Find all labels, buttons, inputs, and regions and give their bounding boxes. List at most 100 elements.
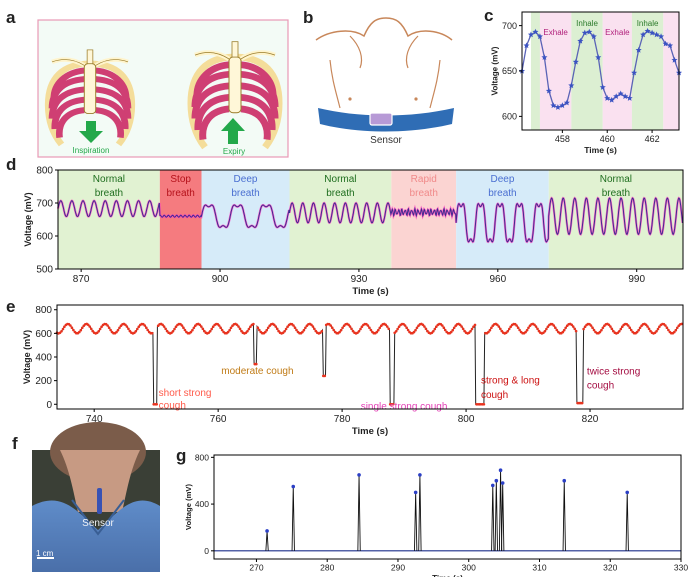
e-data-point — [182, 326, 185, 330]
d-region — [159, 170, 202, 269]
g-ytick-label: 800 — [195, 452, 209, 462]
e-data-point — [482, 403, 486, 406]
e-data-point — [610, 327, 614, 331]
e-data-point — [488, 328, 492, 332]
g-spike — [491, 485, 495, 551]
c-data-point — [671, 56, 678, 63]
e-data-point — [561, 330, 565, 334]
e-data-point — [164, 327, 167, 331]
e-data-point — [570, 323, 573, 327]
e-data-point — [545, 327, 548, 331]
c-data-point — [545, 87, 552, 94]
e-data-point — [302, 328, 306, 332]
e-data-point — [191, 328, 194, 332]
g-spike — [501, 483, 505, 551]
e-data-point — [421, 323, 425, 327]
e-data-point — [369, 328, 373, 332]
e-data-point — [189, 330, 193, 334]
g-data-point — [494, 478, 499, 483]
d-region-label: Normal — [600, 174, 632, 185]
e-data-point — [61, 327, 65, 331]
g-data-point — [291, 484, 296, 489]
g-plot-frame — [213, 454, 682, 560]
e-data-point — [582, 327, 585, 331]
e-data-point — [415, 326, 419, 330]
c-data-point — [568, 82, 575, 89]
e-data-point — [637, 328, 640, 332]
e-data-point — [655, 330, 658, 333]
d-region-label: Normal — [93, 174, 125, 185]
e-data-point — [580, 401, 584, 405]
e-data-point — [460, 325, 463, 328]
c-data-point — [559, 102, 566, 109]
e-data-point — [564, 326, 567, 330]
e-data-point — [601, 326, 605, 330]
e-data-point — [490, 326, 493, 330]
g-ytick-label: 0 — [204, 546, 209, 556]
d-xtick-label: 930 — [351, 274, 368, 285]
e-annotation: cough — [481, 390, 508, 401]
e-annotation: twice strong — [587, 367, 640, 378]
e-data-point — [143, 324, 147, 327]
g-xtick-label: 330 — [674, 563, 688, 573]
e-data-point — [72, 328, 75, 332]
e-data-point — [554, 326, 557, 330]
d-ytick-label: 800 — [36, 166, 53, 177]
c-data-point — [604, 95, 611, 101]
e-data-point — [441, 324, 444, 327]
e-data-point — [330, 326, 334, 330]
e-data-point — [70, 326, 74, 330]
d-xtick-label: 870 — [73, 274, 90, 285]
panel-label-c: c — [484, 6, 494, 25]
d-region-label: Normal — [324, 174, 356, 185]
e-data-point — [292, 324, 295, 327]
g-data-point — [413, 490, 418, 495]
e-xtick-label: 820 — [582, 414, 599, 425]
panel-label-e: e — [6, 297, 16, 316]
d-region — [391, 170, 457, 269]
e-data-point — [254, 362, 258, 366]
e-data-point — [201, 327, 205, 331]
e-data-point — [665, 326, 669, 330]
e-annotation: cough — [587, 380, 614, 391]
e-data-point — [626, 324, 630, 327]
e-data-point — [238, 327, 242, 331]
e-data-point — [423, 325, 426, 328]
c-data-point — [622, 93, 629, 99]
chart-g: 2702802903003103203300400800Time (s)Volt… — [184, 452, 688, 577]
e-data-point — [536, 327, 539, 331]
e-data-point — [198, 323, 202, 327]
e-data-point — [220, 328, 224, 332]
e-plot-frame — [56, 304, 684, 410]
e-data-point — [397, 325, 401, 329]
e-data-point — [533, 323, 536, 327]
e-data-point — [124, 323, 127, 327]
neck-skin — [60, 450, 140, 512]
c-xtick-label: 462 — [645, 134, 660, 144]
g-spike — [418, 474, 422, 551]
d-plot-frame — [57, 169, 684, 270]
e-data-point — [256, 326, 260, 330]
e-data-point — [329, 324, 333, 327]
e-data-point — [375, 330, 379, 334]
e-data-point — [555, 328, 559, 332]
e-data-point — [295, 328, 298, 332]
e-data-point — [118, 326, 121, 330]
e-data-point — [424, 327, 428, 331]
c-data-point — [550, 102, 557, 109]
e-data-point — [320, 330, 324, 333]
e-data-point — [658, 325, 661, 329]
e-data-point — [635, 330, 639, 334]
c-ylabel: Voltage (mV) — [491, 46, 500, 95]
c-data-point — [532, 28, 539, 35]
d-ylabel: Voltage (mV) — [23, 192, 33, 246]
c-data-point — [563, 99, 570, 106]
c-region — [571, 12, 603, 130]
e-data-point — [155, 403, 158, 406]
g-ylabel: Voltage (mV) — [184, 483, 193, 530]
e-data-point — [180, 324, 184, 327]
e-data-point — [174, 325, 178, 329]
e-data-point — [676, 326, 679, 330]
c-region — [663, 12, 679, 130]
